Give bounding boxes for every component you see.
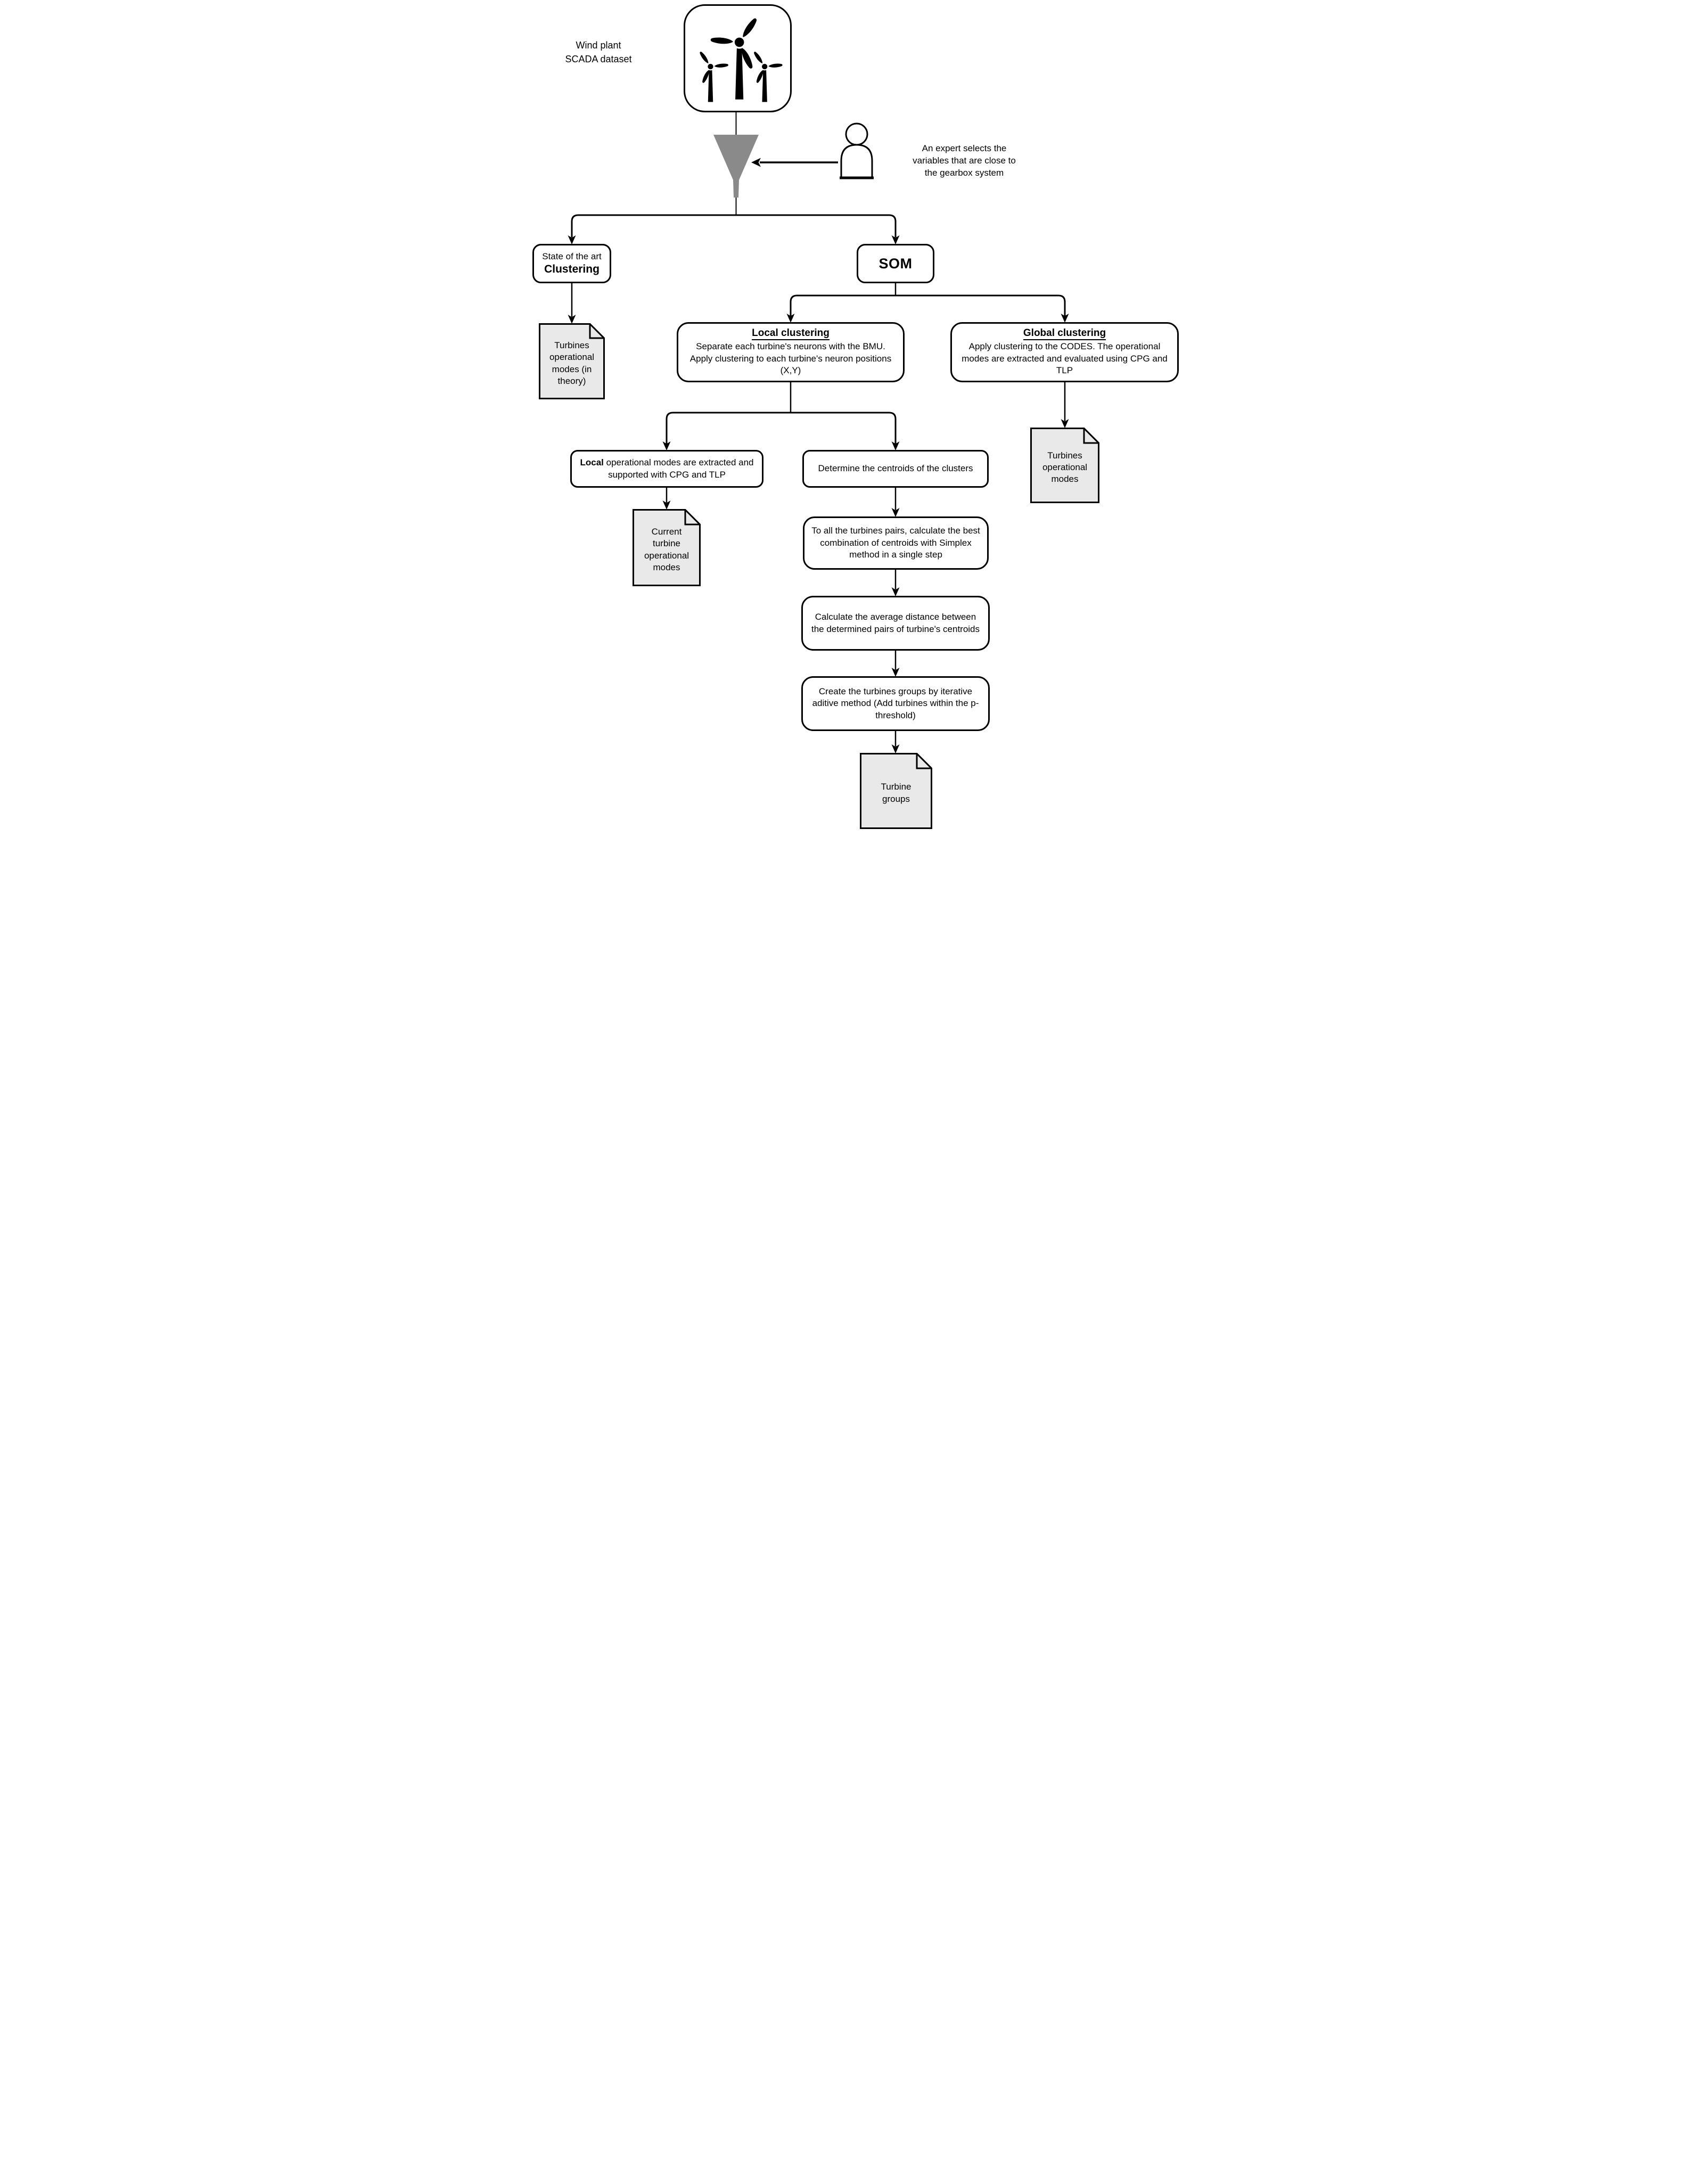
document-icon bbox=[1030, 428, 1099, 503]
doc-theory-modes: Turbines operational modes (in theory) bbox=[539, 323, 605, 399]
node-som: SOM bbox=[857, 244, 934, 283]
arrowhead-local-modes bbox=[662, 441, 671, 450]
avg-distance-body: Calculate the average distance between t… bbox=[811, 612, 980, 634]
arrowhead-som bbox=[891, 235, 900, 244]
node-simplex: To all the turbines pairs, calculate the… bbox=[803, 516, 989, 570]
arrowhead-theory-doc bbox=[568, 315, 576, 324]
flowchart-canvas: Wind plant SCADA dataset bbox=[524, 0, 1184, 834]
local-clustering-title: Local clustering bbox=[752, 327, 830, 341]
arrowhead-global-clustering bbox=[1061, 314, 1069, 323]
document-icon bbox=[860, 753, 932, 829]
doc-current-modes: Current turbine operational modes bbox=[633, 509, 701, 586]
funnel-icon bbox=[713, 135, 759, 198]
arrowhead-create bbox=[891, 668, 900, 677]
dataset-label-line2: SCADA dataset bbox=[565, 54, 632, 65]
doc-global-modes-label: Turbines operational modes bbox=[1042, 450, 1088, 485]
doc-global-modes: Turbines operational modes bbox=[1030, 428, 1099, 503]
connector-som-split bbox=[790, 294, 1066, 316]
expert-note: An expert selects the variables that are… bbox=[913, 143, 1016, 178]
connector-layer bbox=[568, 109, 1069, 753]
arrowhead-simplex bbox=[891, 508, 900, 517]
node-local-clustering: Local clustering Separate each turbine's… bbox=[677, 322, 905, 382]
arrowhead-global-doc bbox=[1061, 419, 1069, 428]
wind-turbines-icon bbox=[685, 6, 786, 102]
doc-theory-modes-label: Turbines operational modes (in theory) bbox=[549, 340, 595, 386]
doc-turbine-groups: Turbine groups bbox=[860, 753, 932, 829]
state-of-the-art-line2: Clustering bbox=[544, 262, 600, 275]
local-modes-body: Local operational modes are extracted an… bbox=[580, 457, 754, 480]
node-create-groups: Create the turbines groups by iterative … bbox=[801, 676, 990, 731]
determine-centroids-body: Determine the centroids of the clusters bbox=[818, 463, 973, 474]
arrowhead-avg bbox=[891, 587, 900, 596]
node-local-modes: Local operational modes are extracted an… bbox=[570, 450, 763, 488]
create-groups-body: Create the turbines groups by iterative … bbox=[812, 686, 979, 720]
local-clustering-body: Separate each turbine's neurons with the… bbox=[689, 341, 892, 376]
node-state-of-the-art: State of the art Clustering bbox=[532, 244, 611, 283]
arrowhead-groups-doc bbox=[891, 744, 900, 753]
node-determine-centroids: Determine the centroids of the clusters bbox=[802, 450, 989, 488]
dataset-label-line1: Wind plant bbox=[576, 40, 621, 51]
arrowhead-local-clustering bbox=[786, 314, 795, 323]
document-icon bbox=[633, 509, 701, 586]
dataset-label: Wind plant SCADA dataset bbox=[535, 38, 662, 66]
global-clustering-title: Global clustering bbox=[1023, 327, 1106, 341]
doc-current-modes-label: Current turbine operational modes bbox=[644, 527, 689, 572]
global-clustering-body: Apply clustering to the CODES. The opera… bbox=[962, 341, 1168, 376]
node-avg-distance: Calculate the average distance between t… bbox=[801, 596, 990, 651]
doc-turbine-groups-label: Turbine groups bbox=[881, 782, 912, 804]
arrowhead-determine bbox=[891, 441, 900, 450]
document-icon bbox=[539, 323, 605, 399]
connector-first-split bbox=[571, 214, 897, 237]
person-icon bbox=[840, 122, 874, 179]
simplex-body: To all the turbines pairs, calculate the… bbox=[811, 526, 980, 560]
som-label: SOM bbox=[878, 255, 913, 272]
expert-arrow bbox=[751, 158, 838, 167]
arrowhead-current-doc bbox=[662, 500, 671, 510]
state-of-the-art-line1: State of the art bbox=[542, 251, 602, 261]
node-global-clustering: Global clustering Apply clustering to th… bbox=[950, 322, 1179, 382]
connector-local-split bbox=[666, 412, 897, 444]
dataset-icon-box bbox=[684, 4, 792, 112]
arrowhead-state bbox=[568, 235, 576, 244]
